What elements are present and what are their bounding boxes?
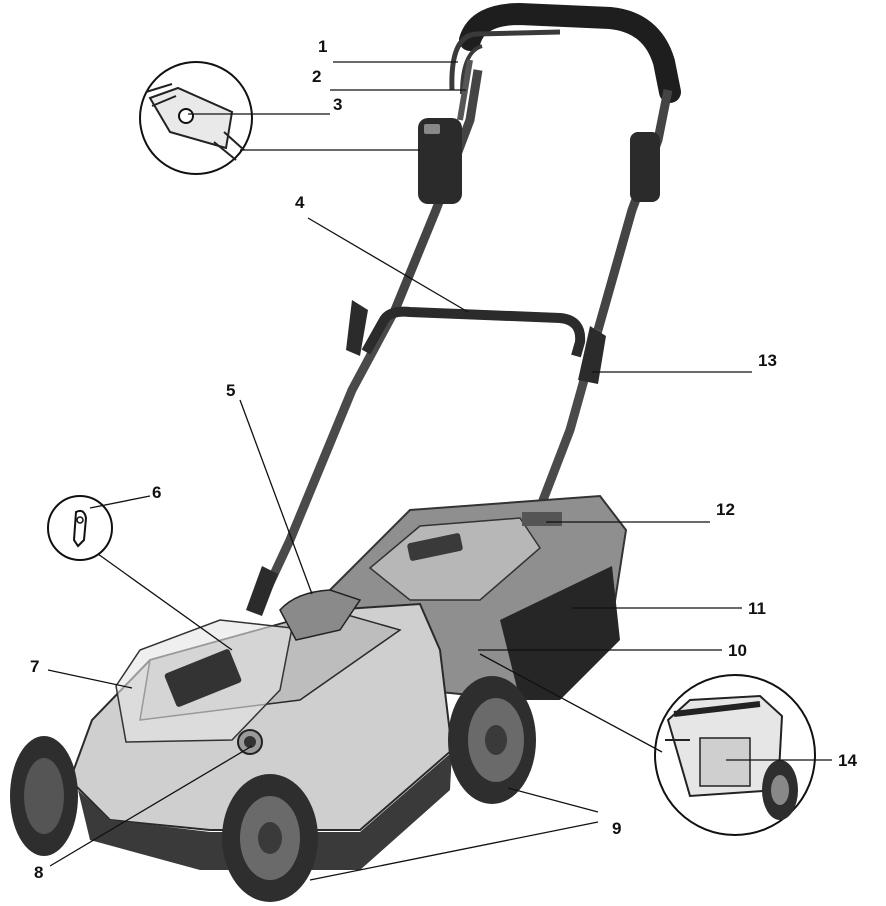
- rear-right-wheel: [448, 676, 536, 804]
- leader-4: [307, 217, 469, 313]
- leader-5: [239, 399, 313, 595]
- switch-detail-inset: [139, 61, 253, 175]
- leader-lines: [47, 61, 832, 881]
- safety-key-icon: [72, 509, 88, 548]
- callout-13: 13: [758, 351, 777, 370]
- safety-button-icon: [178, 108, 194, 124]
- callout-labels: 1 2 3 4 5 6 7 8 9 10 11 12 13 14: [30, 37, 857, 882]
- callout-10: 10: [728, 641, 747, 660]
- callout-8: 8: [34, 863, 43, 882]
- leader-10b: [479, 653, 663, 753]
- callout-6: 6: [152, 483, 161, 502]
- callout-3: 3: [333, 95, 342, 114]
- leader-8: [49, 745, 253, 867]
- front-right-wheel: [222, 774, 318, 902]
- front-left-wheel: [10, 736, 78, 856]
- leader-9a: [507, 787, 599, 813]
- callout-2: 2: [312, 67, 321, 86]
- upper-handle: [390, 2, 681, 332]
- callout-5: 5: [226, 381, 235, 400]
- callout-11: 11: [748, 599, 766, 618]
- callout-7: 7: [30, 657, 39, 676]
- callout-1: 1: [318, 37, 327, 56]
- callout-14: 14: [838, 751, 857, 770]
- leader-7: [47, 669, 133, 689]
- key-detail-inset: [47, 495, 113, 561]
- callout-4: 4: [295, 193, 305, 212]
- leader-6b: [97, 553, 233, 651]
- leader-9b: [309, 821, 599, 881]
- rear-flap-detail-inset: [654, 674, 816, 836]
- callout-9: 9: [612, 819, 621, 838]
- mower-deck: [68, 589, 454, 870]
- leader-6: [89, 495, 151, 509]
- callout-12: 12: [716, 500, 735, 519]
